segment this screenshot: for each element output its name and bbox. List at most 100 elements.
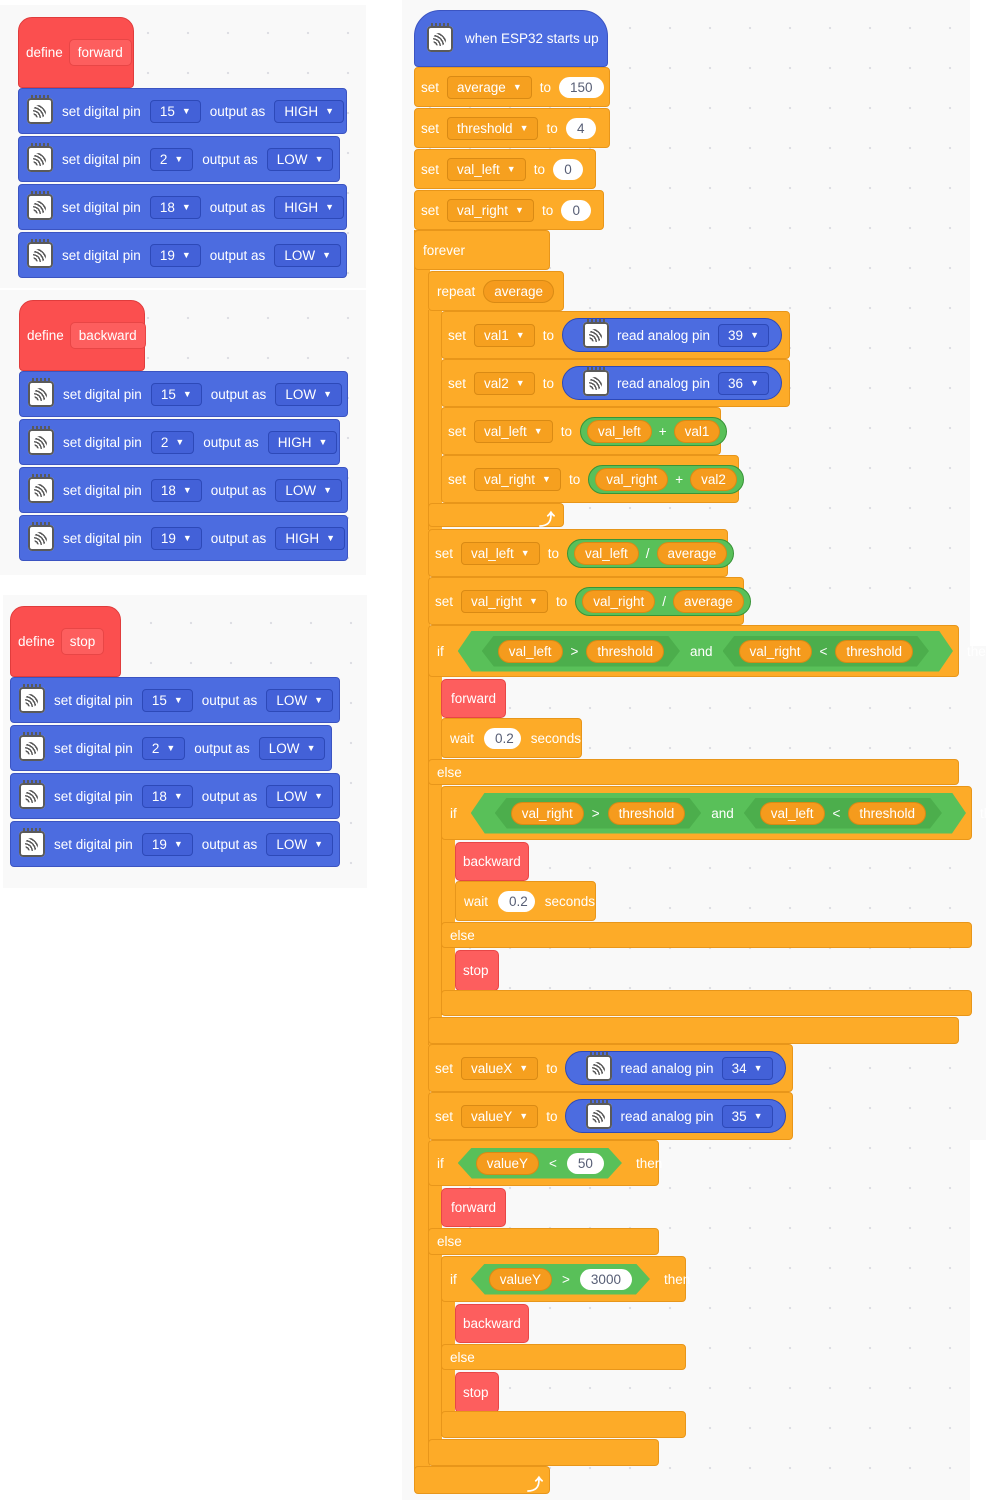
value-input[interactable]: 4 — [565, 117, 596, 139]
level-dropdown[interactable]: LOW▼ — [275, 478, 342, 502]
wait-seconds-input[interactable]: 0.2 — [498, 890, 535, 912]
variable-dropdown[interactable]: average▼ — [447, 75, 532, 99]
forever-block[interactable]: forever — [414, 230, 550, 270]
wait-seconds-input[interactable]: 0.2 — [484, 727, 521, 749]
call-stop-block[interactable]: stop — [455, 1371, 499, 1413]
event-hat-block[interactable]: when ESP32 starts up — [414, 10, 608, 67]
pin-dropdown[interactable]: 18▼ — [141, 784, 193, 808]
pin-dropdown[interactable]: 2▼ — [150, 430, 195, 454]
variable-dropdown[interactable]: val_left▼ — [474, 419, 553, 443]
call-backward-block[interactable]: backward — [455, 1303, 529, 1343]
if-else-block[interactable]: if val_right>threshold and val_left<thre… — [441, 786, 1000, 840]
value-input[interactable]: 150 — [559, 76, 604, 98]
pin-dropdown[interactable]: 18▼ — [149, 195, 201, 219]
greater-than-condition[interactable]: val_left>threshold — [482, 636, 680, 667]
variable-dropdown[interactable]: val_right▼ — [474, 467, 561, 491]
level-dropdown[interactable]: HIGH▼ — [267, 430, 338, 454]
variable-dropdown[interactable]: val_left▼ — [447, 157, 526, 181]
pin-dropdown[interactable]: 15▼ — [141, 688, 193, 712]
add-operator[interactable]: val_right+val2 — [588, 464, 744, 494]
call-forward-block[interactable]: forward — [441, 678, 507, 718]
and-condition[interactable]: val_left>threshold and val_right<thresho… — [458, 631, 953, 672]
pin-dropdown[interactable]: 39▼ — [718, 323, 769, 347]
pin-dropdown[interactable]: 34▼ — [721, 1056, 773, 1080]
pin-dropdown[interactable]: 36▼ — [718, 371, 769, 395]
compare-value-input[interactable]: 3000 — [580, 1269, 632, 1290]
if-else-block[interactable]: if valueY>3000 then — [441, 1256, 690, 1302]
greater-than-condition[interactable]: val_right>threshold — [495, 798, 701, 829]
level-dropdown[interactable]: LOW▼ — [266, 784, 333, 808]
level-dropdown[interactable]: LOW▼ — [258, 736, 326, 760]
value-input[interactable]: 0 — [552, 158, 583, 180]
call-backward-block[interactable]: backward — [455, 841, 529, 881]
define-forward-hat[interactable]: define forward — [18, 17, 134, 88]
pin-dropdown[interactable]: 19▼ — [150, 526, 202, 550]
pin-dropdown[interactable]: 15▼ — [149, 99, 201, 123]
variable-dropdown[interactable]: val_right▼ — [461, 589, 548, 613]
call-forward-block[interactable]: forward — [441, 1187, 507, 1227]
variable-dropdown[interactable]: val_right▼ — [447, 198, 534, 222]
if-else-block[interactable]: if val_left>threshold and val_right<thre… — [428, 625, 993, 677]
level-dropdown[interactable]: HIGH▼ — [275, 526, 345, 550]
define-backward-hat[interactable]: define backward — [19, 300, 146, 371]
level-dropdown[interactable]: LOW▼ — [275, 382, 342, 406]
level-dropdown[interactable]: LOW▼ — [266, 688, 333, 712]
call-stop-block[interactable]: stop — [455, 949, 499, 991]
variable-dropdown[interactable]: val_left▼ — [461, 541, 540, 565]
divide-operator[interactable]: val_left/average — [566, 538, 735, 568]
greater-than-condition[interactable]: valueY>3000 — [471, 1264, 650, 1295]
pin-dropdown[interactable]: 35▼ — [721, 1104, 773, 1128]
pin-dropdown[interactable]: 2▼ — [141, 736, 186, 760]
variable-dropdown[interactable]: valueY▼ — [461, 1104, 539, 1128]
less-than-condition[interactable]: val_left<threshold — [744, 798, 942, 829]
level-dropdown[interactable]: HIGH▼ — [274, 99, 344, 123]
value-input[interactable]: 0 — [561, 199, 592, 221]
add-operator[interactable]: val_left+val1 — [579, 416, 728, 446]
define-stop-hat[interactable]: define stop — [10, 606, 121, 677]
pin-dropdown[interactable]: 19▼ — [141, 832, 193, 856]
compare-value-input[interactable]: 50 — [567, 1153, 604, 1174]
less-than-condition[interactable]: valueY<50 — [458, 1148, 622, 1179]
divide-operator[interactable]: val_right/average — [575, 586, 751, 616]
and-condition[interactable]: val_right>threshold and val_left<thresho… — [471, 793, 966, 834]
level-dropdown[interactable]: LOW▼ — [266, 832, 333, 856]
level-dropdown[interactable]: LOW▼ — [266, 147, 334, 171]
pin-dropdown[interactable]: 18▼ — [150, 478, 202, 502]
variable-dropdown[interactable]: val2▼ — [474, 371, 535, 395]
repeat-count-reporter[interactable]: average — [483, 279, 555, 303]
pin-dropdown[interactable]: 15▼ — [150, 382, 202, 406]
variable-dropdown[interactable]: valueX▼ — [461, 1056, 539, 1080]
level-dropdown[interactable]: LOW▼ — [274, 243, 341, 267]
pin-dropdown[interactable]: 19▼ — [149, 243, 201, 267]
variable-dropdown[interactable]: val1▼ — [474, 323, 535, 347]
